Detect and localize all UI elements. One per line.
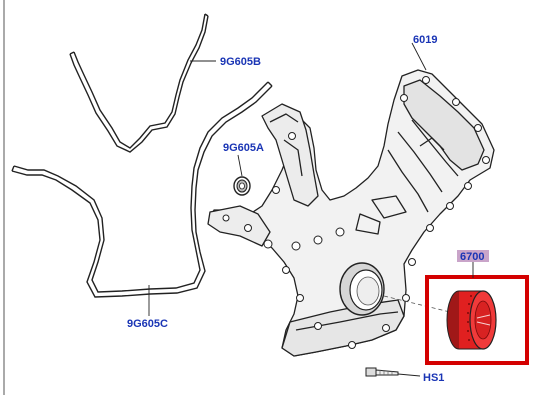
selection-box (425, 275, 529, 365)
bolt-hs1[interactable] (365, 367, 399, 377)
callout-9g605b[interactable]: 9G605B (220, 56, 261, 68)
callout-6019[interactable]: 6019 (413, 34, 437, 46)
callout-6700[interactable]: 6700 (457, 250, 489, 263)
callout-9g605c-label: 9G605C (127, 318, 168, 330)
seal-9g605a[interactable] (233, 176, 251, 196)
oil-seal-6700[interactable] (446, 290, 497, 350)
gasket-9g605b[interactable] (69, 13, 209, 153)
callout-6019-label: 6019 (413, 34, 437, 46)
callout-6700-highlight (457, 250, 489, 262)
callout-6700-label: 6700 (460, 251, 484, 263)
callout-9g605a-label: 9G605A (223, 142, 264, 154)
leader-lines (148, 42, 474, 377)
callout-hs1-label: HS1 (423, 372, 444, 384)
timing-cover-6019[interactable] (207, 69, 495, 357)
callout-9g605c[interactable]: 9G605C (127, 318, 168, 330)
callout-9g605a[interactable]: 9G605A (223, 142, 264, 154)
gasket-9g605c[interactable] (11, 81, 273, 298)
callout-hs1[interactable]: HS1 (423, 372, 444, 384)
callout-9g605b-label: 9G605B (220, 56, 261, 68)
